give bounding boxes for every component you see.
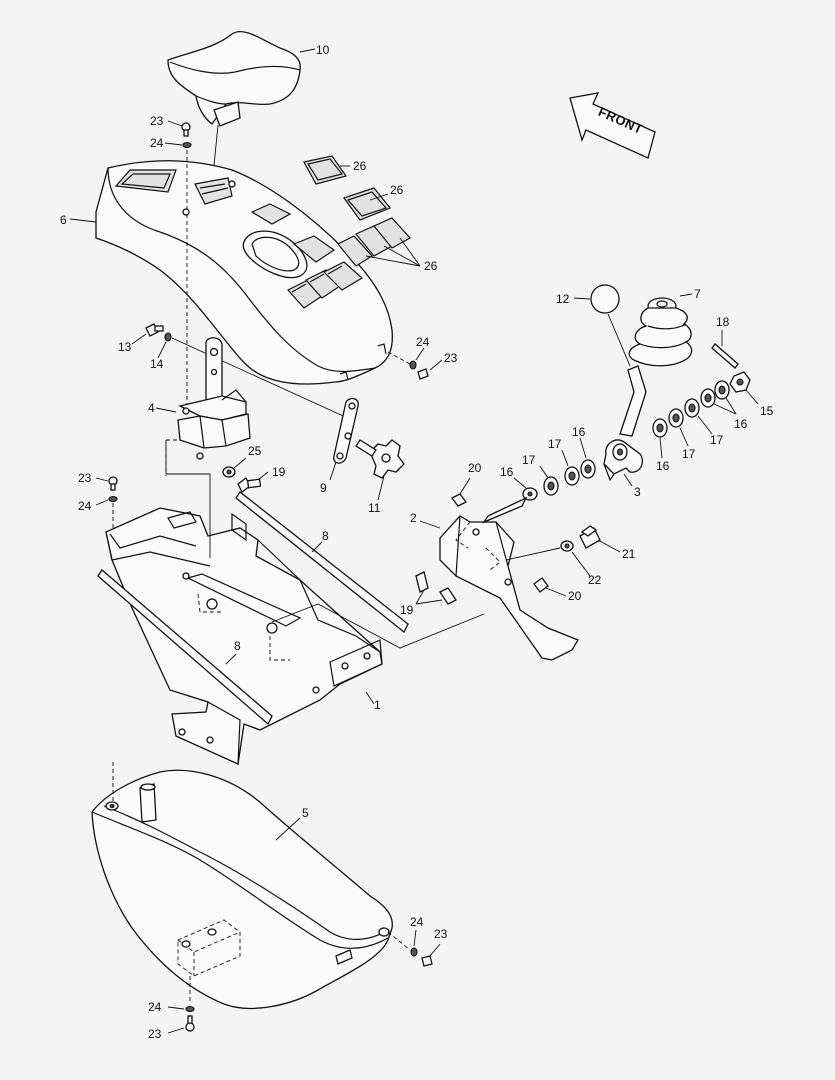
part-26-decals: 26 26 26 bbox=[303, 155, 438, 273]
callout-18: 18 bbox=[716, 315, 730, 329]
callout-26-a: 26 bbox=[353, 159, 367, 173]
callout-8-a: 8 bbox=[322, 529, 329, 543]
part-18-cotter-pin: 18 bbox=[711, 315, 739, 369]
part-20-nut-lower: 20 bbox=[533, 577, 582, 603]
callout-4: 4 bbox=[148, 401, 155, 415]
callout-23-c: 23 bbox=[78, 471, 92, 485]
callout-1: 1 bbox=[374, 698, 381, 712]
part-7-shift-boot: 7 bbox=[628, 287, 701, 367]
washer-stack-right: 16 17 17 16 bbox=[652, 380, 748, 473]
callout-8-b: 8 bbox=[234, 639, 241, 653]
callout-24-b: 24 bbox=[416, 335, 430, 349]
callout-16-d: 16 bbox=[734, 417, 748, 431]
hardware-23-24-top: 23 24 bbox=[150, 114, 192, 212]
parts-25-19-washer-bolt: 25 19 bbox=[222, 444, 286, 493]
callout-24-e: 24 bbox=[148, 1000, 162, 1014]
parts-19-bolts-right: 19 bbox=[400, 571, 457, 617]
callout-3: 3 bbox=[634, 485, 641, 499]
hardware-23-24-bottom: 24 23 bbox=[148, 976, 195, 1041]
callout-6: 6 bbox=[60, 213, 67, 227]
part-20-nut-top: 20 bbox=[451, 461, 482, 507]
part-4-bracket: 4 bbox=[148, 214, 251, 476]
callout-23-d: 23 bbox=[434, 927, 448, 941]
callout-19-b: 19 bbox=[400, 603, 414, 617]
callout-2: 2 bbox=[410, 511, 417, 525]
callout-22: 22 bbox=[588, 573, 602, 587]
callout-24-d: 24 bbox=[410, 915, 424, 929]
callout-17-d: 17 bbox=[710, 433, 724, 447]
part-15-nut: 15 bbox=[729, 371, 774, 418]
part-11-star-knob: 11 bbox=[355, 439, 405, 515]
hardware-23-24-cover-right: 24 23 bbox=[387, 335, 458, 380]
callout-15: 15 bbox=[760, 404, 774, 418]
callout-23-e: 23 bbox=[148, 1027, 162, 1041]
part-1-base-frame: 1 bbox=[105, 507, 383, 765]
part-8-strip-upper: 8 bbox=[235, 491, 409, 634]
callout-20-b: 20 bbox=[568, 589, 582, 603]
part-6-console-cover: 6 bbox=[60, 160, 394, 385]
part-16-shaft: 16 bbox=[482, 465, 538, 524]
part-2-shift-bracket: 2 bbox=[410, 511, 579, 661]
front-arrow: FRONT bbox=[569, 92, 656, 159]
callout-17-b: 17 bbox=[548, 437, 562, 451]
callout-20-a: 20 bbox=[468, 461, 482, 475]
parts-21-22-bolt-washer: 21 22 bbox=[505, 525, 636, 587]
part-13-14-bolt-washer: 13 14 bbox=[118, 323, 353, 421]
callout-17-c: 17 bbox=[682, 447, 696, 461]
callout-24-c: 24 bbox=[78, 499, 92, 513]
part-3-shift-lever: 3 bbox=[603, 365, 647, 499]
part-8-strip-lower: 8 bbox=[97, 569, 273, 726]
callout-13: 13 bbox=[118, 340, 132, 354]
hardware-23-24-lower-right: 24 23 bbox=[387, 915, 448, 967]
callout-23-a: 23 bbox=[150, 114, 164, 128]
callout-25: 25 bbox=[248, 444, 262, 458]
hardware-23-24-base-left: 23 24 bbox=[78, 471, 118, 528]
callout-14: 14 bbox=[150, 357, 164, 371]
assembly-leaders bbox=[165, 440, 485, 649]
callout-26-b: 26 bbox=[390, 183, 404, 197]
callout-9: 9 bbox=[320, 481, 327, 495]
callout-11: 11 bbox=[368, 501, 381, 515]
callout-24-a: 24 bbox=[150, 136, 164, 150]
callout-26-c: 26 bbox=[424, 259, 438, 273]
callout-5: 5 bbox=[302, 806, 309, 820]
callout-16-a: 16 bbox=[500, 465, 514, 479]
callout-16-b: 16 bbox=[572, 425, 586, 439]
callout-12: 12 bbox=[556, 292, 570, 306]
part-9-link: 9 bbox=[320, 397, 359, 495]
callout-7: 7 bbox=[694, 287, 701, 301]
callout-16-c: 16 bbox=[656, 459, 670, 473]
part-5-lower-cover: 5 bbox=[91, 760, 393, 1010]
callout-23-b: 23 bbox=[444, 351, 458, 365]
callout-17-a: 17 bbox=[522, 453, 536, 467]
callout-10: 10 bbox=[316, 43, 330, 57]
callout-19-a: 19 bbox=[272, 465, 286, 479]
callout-21: 21 bbox=[622, 547, 636, 561]
part-12-shift-knob: 12 bbox=[556, 284, 631, 367]
washer-stack-left: 17 17 16 bbox=[522, 425, 596, 496]
